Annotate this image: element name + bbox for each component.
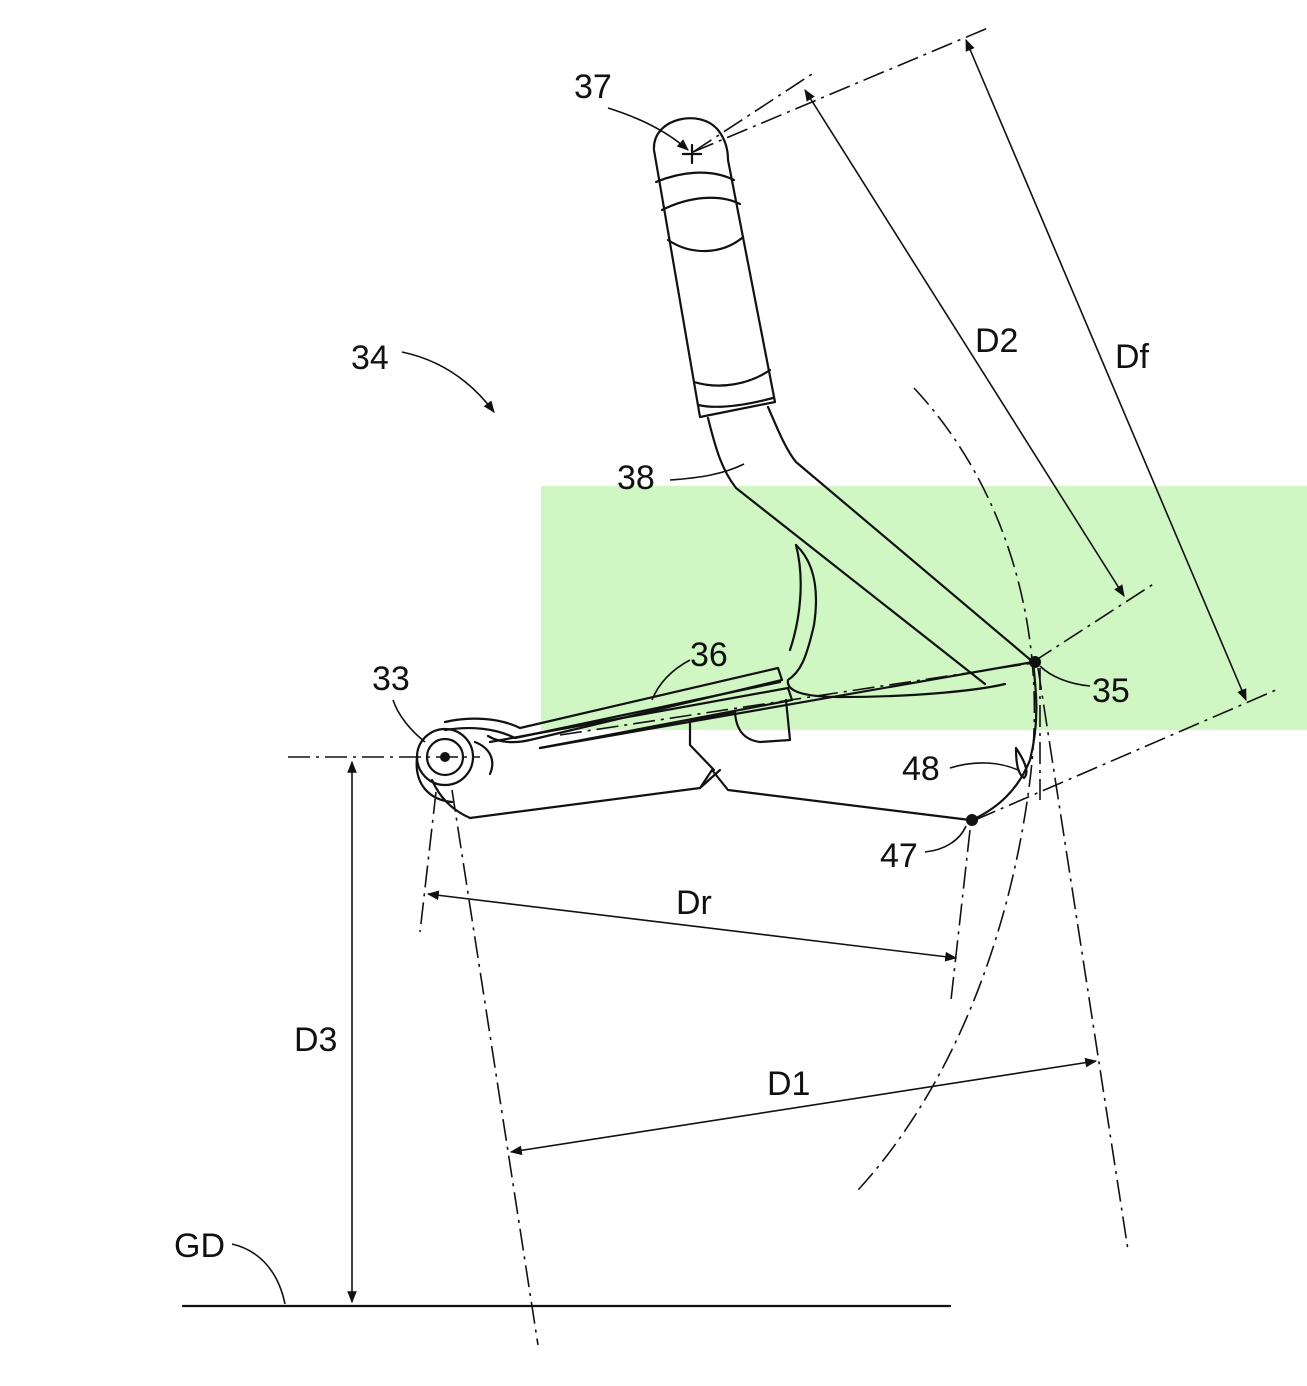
extension-line-grip-d2 [692, 73, 813, 153]
extension-line-arm-axis [559, 661, 1041, 736]
grip-handle [652, 117, 777, 419]
leader-36 [651, 659, 691, 701]
rim-point [966, 814, 978, 826]
grip-end-marker [681, 143, 703, 165]
label-35: 35 [1092, 672, 1130, 710]
lever-shaft-outer [766, 405, 1035, 664]
label-38: 38 [617, 459, 655, 497]
extension-line-front-base [974, 689, 1277, 821]
bracket-plate-edge [788, 543, 802, 652]
label-47: 47 [880, 837, 918, 875]
dimension-dr [426, 890, 958, 962]
hinge-plate [970, 660, 1038, 822]
leader-34 [401, 351, 495, 413]
leader-37 [607, 107, 689, 151]
dimension-df [965, 38, 1247, 702]
label-34: 34 [351, 339, 389, 377]
label-48: 48 [902, 750, 940, 788]
extension-line-pivot-right [451, 789, 539, 1346]
hinge-point [1029, 656, 1041, 668]
label-36: 36 [690, 636, 728, 674]
bracket-plate [786, 543, 1007, 699]
leader-48 [949, 762, 1019, 771]
extension-line-grip-top [692, 27, 989, 153]
label-d2: D2 [975, 322, 1018, 360]
lower-body [430, 698, 972, 822]
label-d3: D3 [294, 1021, 337, 1059]
leader-33 [392, 699, 426, 743]
label-gd: GD [174, 1227, 225, 1265]
label-33: 33 [372, 660, 410, 698]
leader-35 [1039, 665, 1091, 687]
leader-47 [924, 825, 967, 853]
label-d1: D1 [767, 1065, 810, 1103]
dimension-d1 [509, 1057, 1098, 1156]
label-dr: Dr [676, 884, 712, 922]
leader-38 [669, 463, 745, 481]
extension-line-rim [950, 829, 971, 1001]
pivot-joint [415, 727, 494, 804]
label-37: 37 [574, 68, 612, 106]
curve-48 [1014, 746, 1028, 780]
extension-line-pivot-left [419, 791, 437, 933]
label-df: Df [1115, 338, 1150, 376]
lever-shaft [706, 416, 987, 686]
extension-line-hinge-left [1037, 667, 1129, 1251]
leader-gd [231, 1243, 286, 1305]
